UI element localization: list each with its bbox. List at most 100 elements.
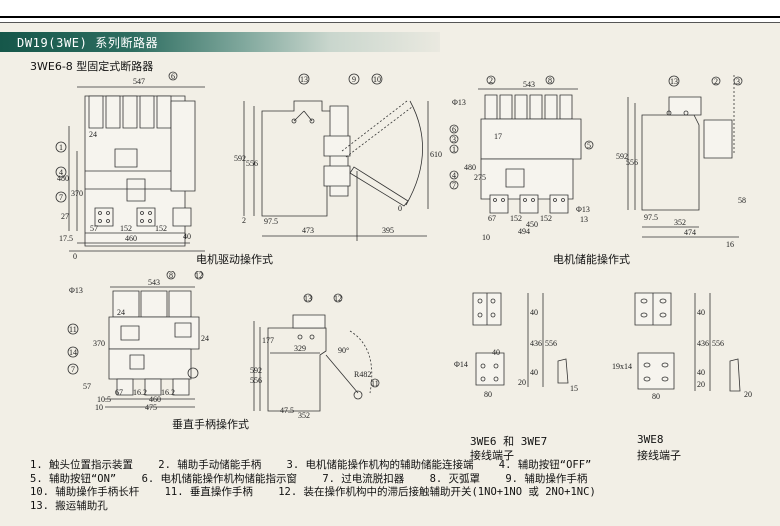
- dim-label: 97.5: [644, 213, 658, 222]
- legend-item: 1. 触头位置指示装置: [30, 459, 133, 471]
- dim-label: 177: [262, 336, 274, 345]
- dim-label: 494: [518, 227, 530, 236]
- dim-label: 97.5: [264, 217, 278, 226]
- callout-7: 7: [59, 193, 63, 202]
- callout-7: 7: [71, 365, 75, 374]
- legend-row: 1. 触头位置指示装置 2. 辅助手动储能手柄 3. 电机储能操作机构的辅助储能…: [30, 459, 596, 473]
- caption-terminal-3we6-7-line2: 接线端子: [470, 449, 514, 462]
- dim-label: 329: [294, 344, 306, 353]
- legend-item: 8. 灭弧罩: [429, 472, 481, 485]
- dim-label: 20: [518, 378, 526, 387]
- dim-label: 16: [726, 240, 734, 249]
- dim-label: 20: [697, 380, 705, 389]
- callout-12: 12: [195, 271, 203, 280]
- motor-drive-side-drawing: 13 9 10 592 556 610 2 97.5 0 473 395: [234, 71, 442, 246]
- dim-label: 40: [183, 232, 191, 241]
- dim-label: 90°: [338, 346, 349, 355]
- dim-label: 13: [580, 215, 588, 224]
- dim-label: 0: [398, 204, 402, 213]
- dim-label: 592: [616, 152, 628, 161]
- document-page: DW19(3WE) 系列断路器 3WE6-8 型固定式断路器 547 6 480…: [0, 22, 780, 526]
- dim-label: 275: [474, 173, 486, 182]
- caption-terminal-3we8-line1: 3WE8: [637, 433, 664, 446]
- vertical-handle-front-drawing: 543 8 12 Φ13 24 24 370 11 14 7 57 67 16.…: [65, 271, 209, 412]
- legend-item: 11. 垂直操作手柄: [164, 486, 253, 498]
- dim-label: 80: [484, 390, 492, 399]
- dim-label: 152: [120, 224, 132, 233]
- callout-11: 11: [69, 325, 77, 334]
- callout-3: 3: [736, 77, 740, 86]
- dim-label: 152: [510, 214, 522, 223]
- legend-item: 4. 辅助按钮“OFF”: [498, 459, 592, 471]
- dim-label: Φ13: [452, 98, 466, 107]
- callout-2: 2: [489, 76, 493, 85]
- dim-label: 370: [93, 339, 105, 348]
- motor-storage-front-drawing: 543 2 8 Φ13 17 6 3 1 4 7 5 480 275 67 15…: [448, 75, 598, 240]
- dim-label: 152: [155, 224, 167, 233]
- terminal-3we6-7-drawing: 40 436 556 40 Φ14 40 20 80 15: [454, 291, 578, 399]
- dim-label: 474: [684, 228, 696, 237]
- callout-6: 6: [452, 125, 456, 134]
- dim-label: 0: [73, 252, 77, 261]
- dim-label: 547: [133, 77, 145, 86]
- dim-label: 40: [530, 308, 538, 317]
- dim-label: 480: [464, 163, 476, 172]
- dim-label: 152: [540, 214, 552, 223]
- caption-motor-drive: 电机驱动操作式: [196, 253, 273, 266]
- dim-label: 450: [526, 220, 538, 229]
- legend-item: 5. 辅助按钮“ON”: [30, 472, 117, 485]
- dim-label: 2: [242, 216, 246, 225]
- legend-item: 3. 电机储能操作机构的辅助储能连接端: [286, 459, 474, 471]
- dim-label: 556: [246, 159, 258, 168]
- legend-item: 7. 过电流脱扣器: [322, 472, 405, 485]
- caption-vertical-handle: 垂直手柄操作式: [172, 418, 249, 431]
- section-subtitle: 3WE6-8 型固定式断路器: [30, 60, 154, 73]
- dim-label: 460: [149, 395, 161, 404]
- motor-drive-front-drawing: 547 6 480 370 24 27 1 4 7 57 152 152 460…: [55, 71, 225, 261]
- dim-label: 473: [302, 226, 314, 235]
- callout-5: 5: [587, 141, 591, 150]
- legend-row: 10. 辅助操作手柄长杆 11. 垂直操作手柄 12. 装在操作机构中的滞后接触…: [30, 486, 596, 500]
- dim-label: 67: [115, 388, 123, 397]
- dim-label: 10.5: [97, 395, 111, 404]
- page-title: DW19(3WE) 系列断路器: [17, 36, 159, 50]
- vertical-handle-side-drawing: 13 12 11 592 556 177 329 47.5 352 90° R4…: [250, 293, 418, 418]
- caption-motor-storage: 电机储能操作式: [553, 253, 630, 266]
- dim-label: 40: [530, 368, 538, 377]
- dim-label: Φ13: [69, 286, 83, 295]
- callout-9: 9: [352, 75, 356, 84]
- dim-label: 556: [545, 339, 557, 348]
- dim-label: 57: [83, 382, 91, 391]
- callout-13: 13: [304, 294, 312, 303]
- dim-label: 27: [61, 212, 69, 221]
- legend-item: 2. 辅助手动储能手柄: [158, 459, 262, 471]
- dim-label: 610: [430, 150, 442, 159]
- dim-label: 15: [570, 384, 578, 393]
- dim-label: 556: [250, 376, 262, 385]
- legend-item: 13. 搬运辅助孔: [30, 499, 108, 512]
- dim-label: 543: [523, 80, 535, 89]
- caption-terminal-3we8-line2: 接线端子: [637, 449, 681, 462]
- callout-6: 6: [171, 72, 175, 81]
- callout-3: 3: [452, 135, 456, 144]
- callout-10: 10: [373, 75, 381, 84]
- legend-row: 13. 搬运辅助孔: [30, 500, 596, 514]
- dim-label: Φ13: [576, 205, 590, 214]
- dim-label: 556: [712, 339, 724, 348]
- dim-label: 20: [744, 390, 752, 399]
- dim-label: 16.2: [133, 388, 147, 397]
- callout-14: 14: [69, 348, 77, 357]
- callout-13: 13: [670, 77, 678, 86]
- dim-label: 17.5: [59, 234, 73, 243]
- dim-label: 24: [117, 308, 125, 317]
- dim-label: 475: [145, 403, 157, 412]
- dim-label: 543: [148, 278, 160, 287]
- callout-1: 1: [59, 143, 63, 152]
- dim-label: 460: [125, 234, 137, 243]
- callout-11: 11: [371, 379, 379, 388]
- dim-label: 80: [652, 392, 660, 401]
- dim-label: 67: [488, 214, 496, 223]
- terminal-3we8-drawing: 40 436 556 19x14 40 20 80 20: [612, 291, 752, 401]
- legend-item: 9. 辅助操作手柄: [505, 472, 588, 485]
- dim-label: 58: [738, 196, 746, 205]
